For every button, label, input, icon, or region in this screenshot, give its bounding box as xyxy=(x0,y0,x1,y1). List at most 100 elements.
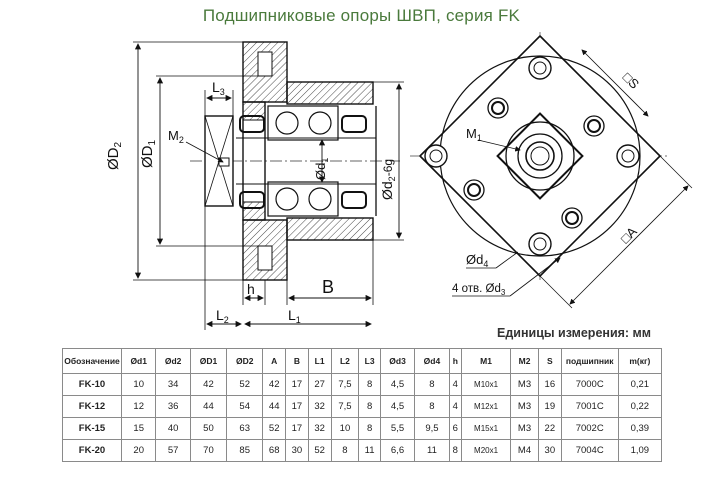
table-cell: 0,39 xyxy=(617,417,663,440)
table-cell: 4 xyxy=(448,373,463,396)
label-S: □S xyxy=(620,70,643,93)
col-header: S xyxy=(537,348,562,374)
col-header: B xyxy=(285,348,309,374)
col-header: Ød3 xyxy=(379,348,416,374)
label-D2: ØD2 xyxy=(105,142,124,171)
table-cell: M3 xyxy=(510,395,539,418)
table-cell: 4,5 xyxy=(379,395,416,418)
table-cell: 27 xyxy=(307,373,332,396)
table-cell: 8 xyxy=(414,373,450,396)
col-header: Ød2 xyxy=(155,348,191,374)
col-header: A xyxy=(262,348,287,374)
label-M2: M2 xyxy=(168,128,184,145)
table-cell: 52 xyxy=(262,417,287,440)
table-cell: 8 xyxy=(414,395,450,418)
table-cell: 12 xyxy=(120,395,157,418)
table-cell: M4 xyxy=(510,439,539,462)
table-cell: 20 xyxy=(120,439,157,462)
table-row: FK-10 10 34 42 52 42 17 27 7,5 8 4,5 8 4… xyxy=(62,373,663,396)
table-header-row: Обозначение Ød1 Ød2 ØD1 ØD2 A B L1 L2 L3… xyxy=(62,348,663,374)
label-L2: L2 xyxy=(216,307,229,325)
table-cell: 16 xyxy=(537,373,562,396)
label-M1: M1 xyxy=(466,126,482,143)
table-cell: 50 xyxy=(189,417,228,440)
col-header: h xyxy=(448,348,463,374)
side-section-view: ØD2 ØD1 L3 M2 Ød1 Ød2-6g xyxy=(105,41,404,330)
table-cell: 7004C xyxy=(560,439,619,462)
specs-table: Обозначение Ød1 Ød2 ØD1 ØD2 A B L1 L2 L3… xyxy=(62,348,663,462)
table-row: FK-12 12 36 44 54 44 17 32 7,5 8 4,5 8 4… xyxy=(62,395,663,418)
table-cell: 30 xyxy=(285,439,309,462)
cell-model: FK-15 xyxy=(62,417,122,440)
table-cell: 9,5 xyxy=(414,417,450,440)
table-cell: 57 xyxy=(155,439,191,462)
table-cell: 1,09 xyxy=(617,439,663,462)
table-cell: 5,5 xyxy=(379,417,416,440)
cell-model: FK-20 xyxy=(62,439,122,462)
col-header: M2 xyxy=(510,348,539,374)
col-header: Обозначение xyxy=(62,348,122,374)
table-cell: 52 xyxy=(226,373,264,396)
table-row: FK-20 20 57 70 85 68 30 52 8 11 6,6 11 8… xyxy=(62,439,663,462)
table-cell: M10x1 xyxy=(460,373,512,396)
table-cell: 70 xyxy=(189,439,228,462)
table-cell: 32 xyxy=(307,417,332,440)
col-header: L2 xyxy=(330,348,360,374)
label-A: □A xyxy=(618,224,641,247)
table-cell: 7001C xyxy=(560,395,619,418)
col-header: ØD2 xyxy=(226,348,264,374)
table-cell: 0,21 xyxy=(617,373,663,396)
label-d3: 4 отв. Ød3 xyxy=(452,283,506,297)
table-cell: 7,5 xyxy=(330,373,360,396)
table-cell: 32 xyxy=(307,395,332,418)
table-cell: 17 xyxy=(285,373,309,396)
table-cell: 6,6 xyxy=(379,439,416,462)
cell-model: FK-10 xyxy=(62,373,122,396)
table-cell: 7,5 xyxy=(330,395,360,418)
label-d2: Ød2-6g xyxy=(379,159,397,200)
table-cell: 68 xyxy=(262,439,287,462)
table-cell: 44 xyxy=(189,395,228,418)
table-cell: 4,5 xyxy=(379,373,416,396)
table-cell: 8 xyxy=(448,439,463,462)
col-header: ØD1 xyxy=(189,348,228,374)
table-cell: 6 xyxy=(448,417,463,440)
table-cell: 52 xyxy=(307,439,332,462)
table-cell: 8 xyxy=(358,373,381,396)
col-header: Ød1 xyxy=(120,348,157,374)
front-view: M1 □S □A Ød4 4 отв. Ød3 xyxy=(410,32,693,309)
table-cell: 34 xyxy=(155,373,191,396)
table-cell: 8 xyxy=(330,439,360,462)
col-header: Ød4 xyxy=(414,348,450,374)
cell-model: FK-12 xyxy=(62,395,122,418)
table-cell: M20x1 xyxy=(460,439,512,462)
table-cell: M12x1 xyxy=(460,395,512,418)
technical-drawing: ØD2 ØD1 L3 M2 Ød1 Ød2-6g xyxy=(105,32,693,330)
table-cell: 17 xyxy=(285,395,309,418)
label-d1: Ød1 xyxy=(313,158,330,180)
label-L1: L1 xyxy=(288,307,301,325)
table-cell: 7002C xyxy=(560,417,619,440)
table-cell: 22 xyxy=(537,417,562,440)
page-title: Подшипниковые опоры ШВП, серия FK xyxy=(202,6,521,25)
col-header: M1 xyxy=(460,348,512,374)
table-cell: 42 xyxy=(189,373,228,396)
col-header: L1 xyxy=(307,348,332,374)
table-cell: 44 xyxy=(262,395,287,418)
table-cell: 10 xyxy=(330,417,360,440)
table-cell: 54 xyxy=(226,395,264,418)
table-cell: 10 xyxy=(120,373,157,396)
table-cell: M15x1 xyxy=(460,417,512,440)
table-cell: 7000C xyxy=(560,373,619,396)
table-cell: 85 xyxy=(226,439,264,462)
label-D1: ØD1 xyxy=(139,140,158,169)
table-cell: 8 xyxy=(358,417,381,440)
table-cell: 63 xyxy=(226,417,264,440)
col-header: m(кг) xyxy=(617,348,663,374)
label-B: B xyxy=(322,277,334,297)
table-cell: 8 xyxy=(358,395,381,418)
table-cell: 11 xyxy=(358,439,381,462)
label-L3: L3 xyxy=(212,79,225,97)
table-cell: 0,22 xyxy=(617,395,663,418)
col-header: L3 xyxy=(358,348,381,374)
